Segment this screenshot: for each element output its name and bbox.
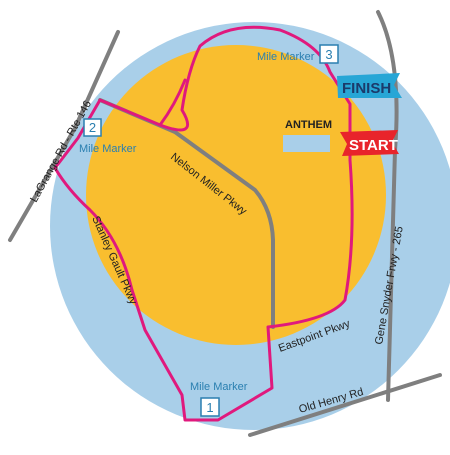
start-flag: START [340,130,399,156]
anthem-area-box [283,135,330,152]
lagrange-road [8,30,120,242]
mile-marker-2-label: Mile Marker [79,143,137,155]
race-route [53,25,354,422]
finish-flag-text: FINISH [342,80,391,97]
mile-marker-2: 2 Mile Marker [79,118,137,155]
mile-marker-2-badge [83,118,102,137]
inner-zone-circle [86,45,386,345]
route-cross-link [158,78,187,127]
mile-marker-3-number: 3 [325,47,332,62]
start-flag-shape [340,130,399,156]
route-north-loop [53,25,354,422]
mile-marker-1-number: 1 [206,400,213,415]
mile-marker-3-label: Mile Marker [257,51,315,63]
anthem-label: ANTHEM [285,119,332,131]
mile-marker-1-badge [200,397,220,417]
nelson-miller-road [98,98,275,329]
mile-marker-2-number: 2 [89,120,96,135]
start-flag-text: START [349,137,398,154]
mile-marker-1-label: Mile Marker [190,381,248,393]
finish-flag: FINISH [337,73,402,98]
old-henry-road [248,373,442,437]
mile-marker-1: Mile Marker 1 [190,381,248,417]
finish-flag-shape [337,73,402,98]
mile-marker-3: Mile Marker 3 [257,44,339,64]
mile-marker-3-badge [319,44,339,64]
